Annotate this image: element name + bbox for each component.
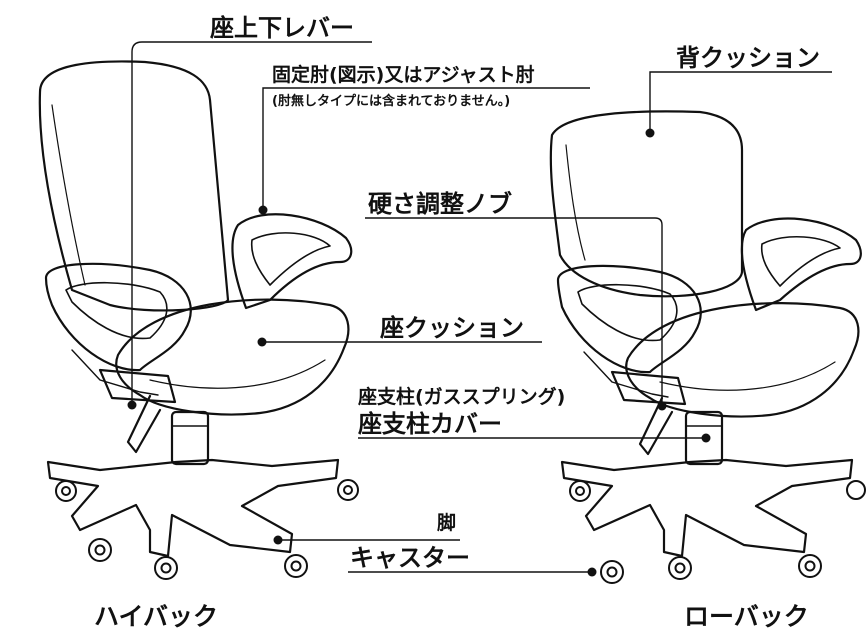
high-back-chair <box>38 60 359 580</box>
low-back-left-arm <box>556 264 702 374</box>
high-back-casters <box>55 479 359 580</box>
high-back-column <box>170 410 210 466</box>
high-back-left-arm <box>44 262 192 372</box>
low-back-chair <box>549 110 866 584</box>
tension-knob-label: 硬さ調整ノブ <box>368 190 512 218</box>
high-back-lever <box>126 394 162 454</box>
armrest-note: (肘無しタイプには含まれておりません。) <box>272 94 511 109</box>
low-back-right-arm <box>740 217 862 312</box>
high-back-title: ハイバック <box>94 602 219 631</box>
high-back-right-arm <box>231 213 353 310</box>
leader-lines <box>131 41 832 573</box>
back-cushion-label: 背クッション <box>676 44 820 72</box>
low-back-mechanism <box>610 370 687 406</box>
leg-label: 脚 <box>437 512 457 534</box>
low-back-lever <box>638 396 674 456</box>
column-cover-label: 座支柱カバー <box>358 410 502 438</box>
low-back-casters <box>569 480 866 584</box>
seat-height-lever-label: 座上下レバー <box>210 14 354 42</box>
low-back-title: ローバック <box>684 602 809 631</box>
leader-dots <box>127 128 711 577</box>
gas-spring-label: 座支柱(ガススプリング) <box>358 386 566 408</box>
low-back-backrest <box>549 110 744 298</box>
high-back-base <box>46 458 340 558</box>
high-back-backrest <box>38 60 230 312</box>
low-back-seat <box>625 302 860 418</box>
caster-label: キャスター <box>350 544 470 572</box>
high-back-seat <box>115 298 350 416</box>
seat-cushion-label: 座クッション <box>380 314 524 342</box>
armrest-label: 固定肘(図示)又はアジャスト肘 <box>272 64 535 86</box>
high-back-mechanism <box>98 368 177 404</box>
low-back-base <box>560 458 854 558</box>
